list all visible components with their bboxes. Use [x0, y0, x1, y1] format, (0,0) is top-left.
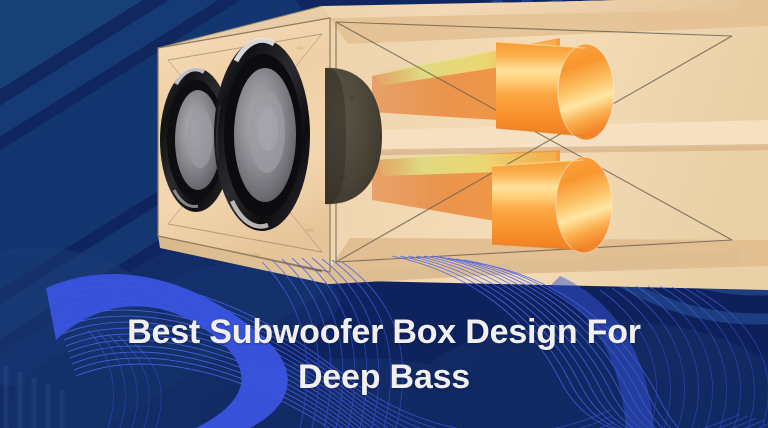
driver-magnet-interior [325, 67, 382, 205]
wave-accent-ribbon [46, 274, 654, 428]
wave-bundle-right [391, 255, 768, 428]
subwoofer-driver-rear [160, 67, 232, 212]
wave-bundle-bottom-left [87, 329, 162, 428]
vertical-hatch [3, 366, 65, 428]
wave-bundle-center [261, 257, 404, 428]
subwoofer-driver-front [214, 37, 310, 231]
enclosure-interior [322, 0, 768, 290]
port-tube-upper [495, 41, 615, 141]
port-tube-lower [491, 156, 613, 254]
wave-bundle-right-fan [599, 285, 768, 428]
